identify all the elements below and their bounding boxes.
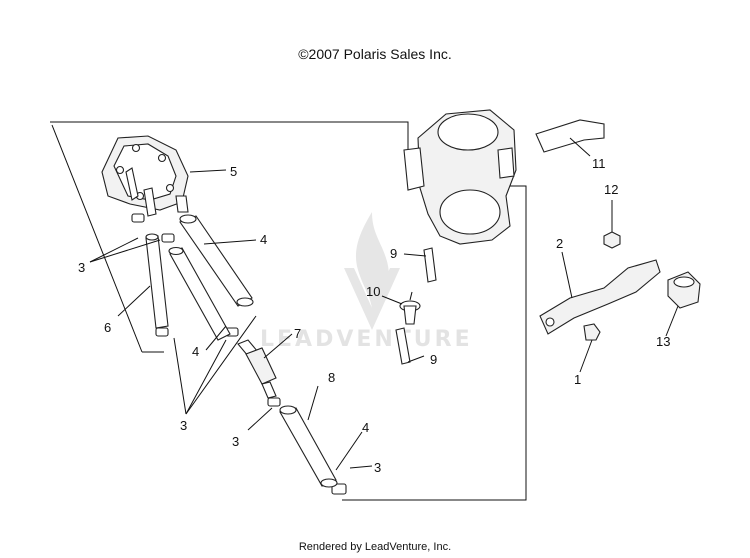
copyright-text: ©2007 Polaris Sales Inc. [298, 46, 452, 62]
bolt-part-1 [583, 323, 601, 341]
callout-9-lower: 9 [430, 352, 437, 367]
watermark-text: LEADVENTURE [260, 327, 473, 352]
damper-part-13 [667, 271, 701, 309]
callout-3-lower-right: 3 [374, 460, 381, 475]
fuel-hose-6 [145, 233, 169, 329]
vent-hose-11 [535, 119, 605, 153]
mounting-bracket-2 [539, 259, 661, 335]
fuel-pump-part [101, 135, 189, 217]
callout-13: 13 [656, 334, 670, 349]
jet-part-9-upper [423, 247, 437, 283]
callout-4-middle: 4 [192, 344, 199, 359]
assembly-frame-lines [50, 121, 527, 501]
callout-8: 8 [328, 370, 335, 385]
callout-12: 12 [604, 182, 618, 197]
jet-part-9-lower [395, 327, 411, 365]
callout-3-middle: 3 [232, 434, 239, 449]
callout-2: 2 [556, 236, 563, 251]
fuel-hose-8 [279, 405, 338, 488]
fuel-hose-4-upper [179, 214, 254, 307]
callout-7: 7 [294, 326, 301, 341]
rendered-by-footer: Rendered by LeadVenture, Inc. [298, 541, 452, 553]
callout-11: 11 [592, 156, 606, 171]
callout-4-lower: 4 [362, 420, 369, 435]
callout-labels: 5 4 3 6 4 7 8 3 3 4 3 9 10 9 11 12 2 1 1… [78, 156, 670, 475]
fuel-filter-part [237, 339, 277, 399]
callout-5: 5 [230, 164, 237, 179]
callout-3-left: 3 [78, 260, 85, 275]
leader-lines [89, 137, 679, 471]
callout-4-upper: 4 [260, 232, 267, 247]
callout-3-bottom: 3 [180, 418, 187, 433]
clamp-parts [131, 213, 347, 495]
callout-1: 1 [574, 372, 581, 387]
fuel-hose-4-middle [168, 246, 231, 341]
leadventure-watermark: LEADVENTURE [260, 212, 473, 352]
needle-part-10 [399, 291, 421, 325]
callout-9-upper: 9 [390, 246, 397, 261]
callout-6: 6 [104, 320, 111, 335]
callout-10: 10 [366, 284, 380, 299]
nut-part-12 [603, 231, 621, 249]
carburetor-part [403, 109, 517, 245]
